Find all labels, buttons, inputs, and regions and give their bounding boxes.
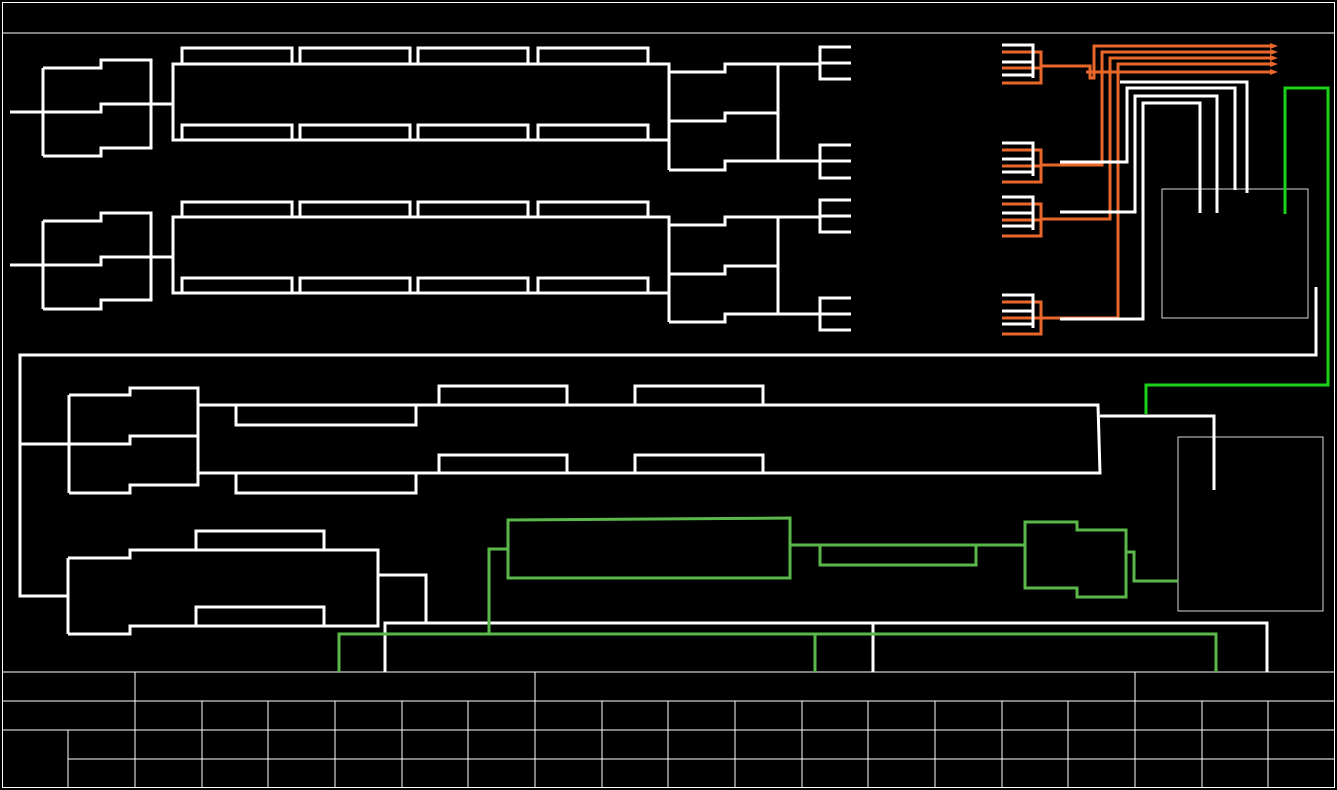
equipment-box-lower bbox=[1177, 436, 1324, 612]
branch-group-1 bbox=[10, 45, 851, 180]
orange-arrowheads bbox=[1270, 43, 1278, 75]
connector-pins bbox=[1002, 43, 1035, 328]
green-harness bbox=[337, 516, 1218, 672]
signal-bundle bbox=[1060, 80, 1249, 321]
branch-group-2 bbox=[10, 198, 851, 332]
branch-group-3 bbox=[18, 287, 1318, 598]
green-feed bbox=[1144, 86, 1330, 414]
title-block bbox=[3, 671, 1334, 787]
branch-group-4 bbox=[66, 529, 1269, 672]
